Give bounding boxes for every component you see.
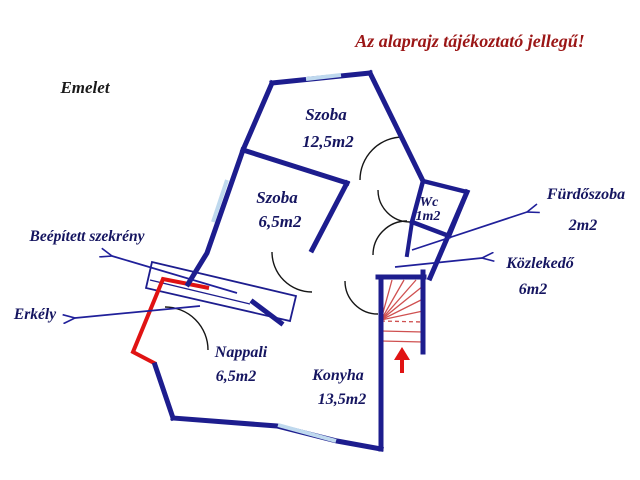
room-area: 6,5m2 bbox=[259, 212, 302, 231]
room-area: 12,5m2 bbox=[302, 132, 354, 151]
room-name: Fürdőszoba bbox=[546, 186, 625, 203]
wall-right-outer bbox=[426, 188, 471, 282]
pointer-arrow-furdoszoba bbox=[411, 212, 527, 251]
room-label-szoba-felso: Szoba 12,5m2 bbox=[302, 105, 354, 151]
disclaimer-title: Az alaprajz tájékoztató jellegű! bbox=[354, 31, 585, 51]
stairs bbox=[380, 279, 424, 343]
wall-wc-stub bbox=[404, 219, 415, 258]
door-arc-konyha bbox=[344, 280, 379, 315]
room-label-wc: Wc 1m2 bbox=[416, 195, 441, 224]
wall-divider-szoba bbox=[239, 146, 351, 187]
wall-bottom bbox=[170, 415, 384, 452]
pointer-arrow-kozlekedo bbox=[394, 258, 482, 268]
wall-left bbox=[184, 146, 247, 288]
room-label-kozlekedo: Közlekedő 6m2 bbox=[505, 255, 575, 298]
walls bbox=[151, 69, 471, 452]
closet-inner-line bbox=[149, 279, 251, 305]
floor-label: Emelet bbox=[59, 78, 110, 97]
room-label-szoba-bal: Szoba 6,5m2 bbox=[256, 188, 302, 231]
room-area: 6,5m2 bbox=[216, 368, 256, 385]
room-area: 13,5m2 bbox=[318, 391, 366, 408]
built-in-closet bbox=[144, 260, 298, 323]
wall-bottom-left bbox=[151, 361, 177, 422]
room-label-konyha: Konyha 13,5m2 bbox=[311, 367, 366, 408]
wall-left-upper bbox=[239, 79, 276, 154]
room-label-furdoszoba: Fürdőszoba 2m2 bbox=[546, 186, 625, 234]
room-name: Wc bbox=[420, 195, 439, 210]
room-name: Közlekedő bbox=[505, 255, 575, 272]
room-name: Szoba bbox=[256, 188, 298, 207]
pointer-arrow-szekreny bbox=[112, 256, 238, 294]
room-area: 1m2 bbox=[416, 209, 441, 224]
pointer-arrows bbox=[75, 212, 527, 318]
wall-right-upper bbox=[366, 69, 427, 185]
room-area: 2m2 bbox=[568, 217, 597, 234]
door-arc-wc-lower bbox=[372, 220, 408, 256]
pointer-arrow-erkely bbox=[75, 305, 201, 318]
wall-closet-fragment bbox=[249, 298, 285, 327]
door-arc-szoba-felso bbox=[359, 136, 404, 181]
closet-outline bbox=[144, 260, 298, 323]
room-name: Nappali bbox=[214, 344, 268, 361]
wall-szoba-bal-right bbox=[308, 179, 351, 254]
window-left bbox=[211, 179, 229, 223]
door-arc-wc-upper bbox=[377, 189, 411, 223]
door-arc-erkely bbox=[164, 306, 209, 351]
window-top bbox=[305, 73, 342, 81]
room-name: Szoba bbox=[305, 105, 347, 124]
room-area: 6m2 bbox=[519, 281, 547, 298]
door-arc-szoba-bal bbox=[271, 251, 313, 293]
window-bottom bbox=[277, 423, 337, 443]
windows bbox=[211, 73, 342, 443]
door-arcs bbox=[164, 136, 411, 351]
annotation-szekreny: Beépített szekrény bbox=[29, 228, 145, 245]
stair-direction-arrow bbox=[394, 347, 410, 373]
annotation-erkely: Erkély bbox=[13, 306, 56, 323]
room-name: Konyha bbox=[311, 367, 364, 384]
room-label-nappali: Nappali 6,5m2 bbox=[214, 344, 268, 385]
